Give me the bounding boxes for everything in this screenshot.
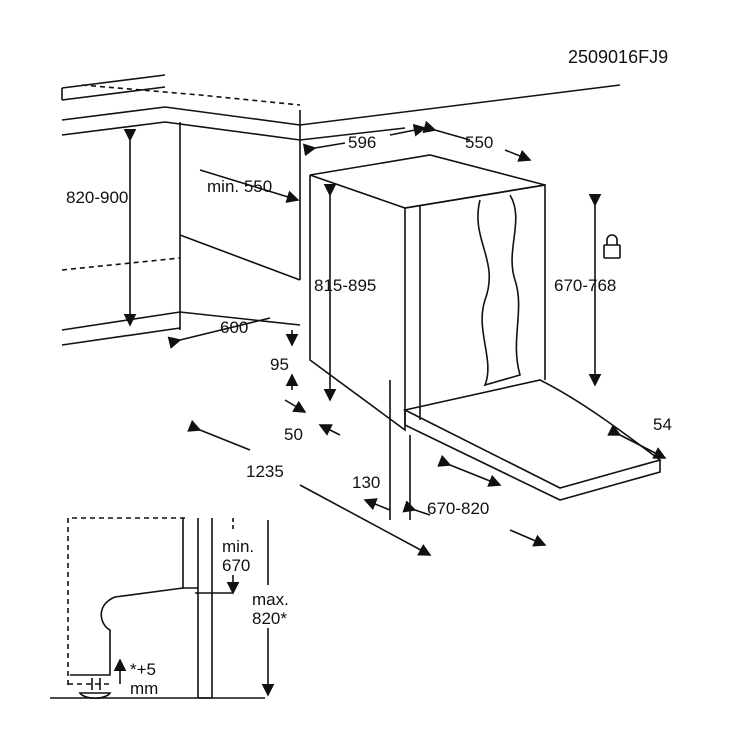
plinth-depth-label: 50 [284,425,303,444]
detail-note-value: *+5 [130,660,156,679]
detail-note-unit: mm [130,679,159,698]
lock-icon [603,234,621,259]
niche-depth-label: min. 550 [207,177,273,196]
detail-max-value: 820* [252,609,287,628]
depth-label: 550 [465,133,494,152]
detail-max-label: max. [252,590,289,609]
detail-min-label: min. [222,537,255,556]
door-gap-label: 130 [352,473,381,492]
height-label: 815-895 [314,276,377,295]
dishwasher-door [402,379,662,501]
width-label: 596 [348,133,377,152]
niche-cabinet [61,74,621,346]
niche-width-label: 600 [220,318,249,337]
door-offset-label: 54 [653,415,672,434]
niche-height-label: 820-900 [66,188,129,207]
door-range-label: 670-820 [427,499,490,518]
detail-view [50,517,268,698]
door-height-label: 670-768 [554,276,617,295]
total-depth-label: 1235 [246,462,284,481]
product-code: 2509016FJ9 [568,47,669,67]
detail-min-value: 670 [222,556,251,575]
dishwasher-body [309,154,546,432]
plinth-height-label: 95 [270,355,289,374]
